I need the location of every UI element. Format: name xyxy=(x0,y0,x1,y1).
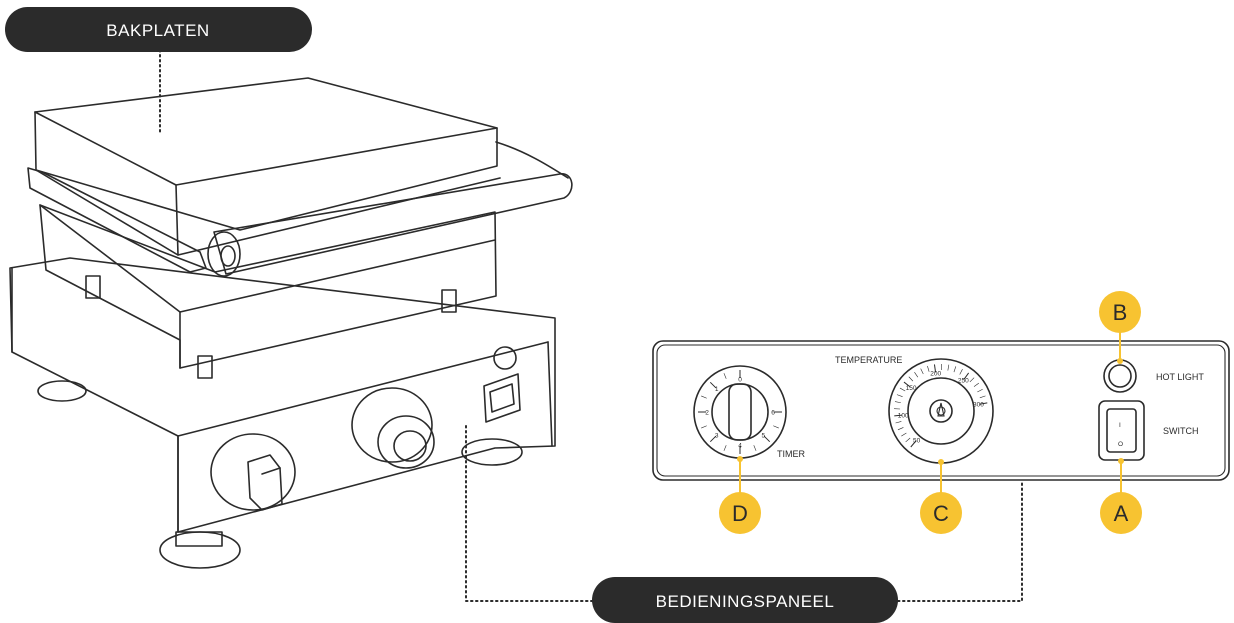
badge-c: C xyxy=(920,492,962,534)
hot-light-label: HOT LIGHT xyxy=(1156,372,1204,382)
timer-dial-number: 2 xyxy=(705,409,709,416)
upper-baking-plate xyxy=(27,77,501,273)
temperature-dial-tick xyxy=(895,421,902,424)
badge-b: B xyxy=(1099,291,1141,333)
hot-light xyxy=(1103,359,1137,393)
timer-dial-number: 4 xyxy=(738,442,742,449)
badge-a: A xyxy=(1100,492,1142,534)
timer-dial-number: 0 xyxy=(738,376,742,383)
svg-text:BAKPLATEN: BAKPLATEN xyxy=(106,21,209,40)
timer-dial-tick xyxy=(763,435,771,443)
timer-label: TIMER xyxy=(777,449,805,459)
base-temperature-knob xyxy=(351,387,435,469)
label-bedieningspaneel: BEDIENINGSPANEEL xyxy=(592,577,898,623)
timer-dial-tick xyxy=(709,435,717,443)
timer-dial-number: 6 xyxy=(771,409,775,416)
temperature-dial-tick xyxy=(927,365,930,372)
temperature-dial-number: 150 xyxy=(906,385,917,392)
plate-posts xyxy=(85,275,457,379)
timer-dial-tick xyxy=(701,425,707,429)
temperature-dial-tick xyxy=(953,366,957,373)
base-switch xyxy=(483,373,521,423)
temperature-dial-tick xyxy=(901,432,907,437)
svg-text:D: D xyxy=(732,501,748,526)
timer-dial-tick xyxy=(773,425,779,429)
temperature-dial-number: 300 xyxy=(973,402,984,409)
temperature-dial-tick xyxy=(910,440,917,448)
temperature-dial-tick xyxy=(969,377,975,383)
timer-dial: 0 1 2 3 4 5 6 xyxy=(693,365,787,459)
waffle-maker-illustration xyxy=(9,77,573,569)
timer-dial-tick xyxy=(723,373,727,379)
base-hot-light xyxy=(493,346,517,370)
temperature-dial-tick xyxy=(979,395,986,399)
temperature-dial-tick xyxy=(933,364,937,373)
svg-text:C: C xyxy=(933,501,949,526)
temperature-dial-number: 250 xyxy=(958,378,969,385)
temperature-dial-tick xyxy=(947,364,950,371)
feet xyxy=(37,380,523,569)
temperature-dial-tick xyxy=(903,381,911,388)
timer-dial-tick xyxy=(723,445,727,451)
temperature-label: TEMPERATURE xyxy=(835,355,902,365)
svg-text:B: B xyxy=(1113,300,1128,325)
temperature-dial-number: 100 xyxy=(898,412,909,419)
temperature-dial-tick xyxy=(963,372,970,380)
svg-text:BEDIENINGSPANEEL: BEDIENINGSPANEEL xyxy=(656,592,835,611)
svg-text:A: A xyxy=(1114,501,1129,526)
timer-dial-number: 1 xyxy=(715,386,719,393)
temperature-dial: 50 100 150 200 250 300 xyxy=(888,358,994,464)
temperature-dial-tick xyxy=(899,387,906,392)
control-panel: 0 1 2 3 4 5 6 TIMER 50 100 150 200 250 300 TEMPERAT… xyxy=(652,340,1230,481)
switch-off-symbol: O xyxy=(1118,441,1123,448)
label-bakplaten: BAKPLATEN xyxy=(5,7,312,52)
temperature-dial-tick xyxy=(905,437,911,443)
lid-handle xyxy=(207,173,573,277)
timer-dial-tick xyxy=(709,381,717,389)
timer-dial-number: 3 xyxy=(715,433,719,440)
callout-connectors xyxy=(159,49,1023,602)
temperature-dial-tick xyxy=(977,388,983,393)
badge-stems xyxy=(737,330,1124,495)
temperature-dial-tick xyxy=(894,414,903,417)
badge-d: D xyxy=(719,492,761,534)
temperature-dial-number: 200 xyxy=(930,371,941,378)
temperature-dial-tick xyxy=(959,369,963,375)
timer-dial-number: 5 xyxy=(762,433,766,440)
temperature-dial-number: 50 xyxy=(913,437,921,444)
temperature-dial-tick xyxy=(894,401,901,404)
temperature-dial-tick xyxy=(973,382,980,387)
switch-on-symbol: I xyxy=(1119,422,1121,429)
power-switch xyxy=(1098,400,1145,461)
temperature-dial-tick xyxy=(920,368,924,375)
temperature-dial-tick xyxy=(979,402,988,405)
lower-baking-plate xyxy=(39,204,497,369)
timer-dial-tick xyxy=(753,445,757,451)
timer-dial-tick xyxy=(701,395,707,399)
temperature-dial-tick xyxy=(908,376,914,382)
temperature-dial-tick xyxy=(897,427,904,431)
base-timer-knob xyxy=(210,433,296,511)
temperature-dial-tick xyxy=(914,372,919,378)
base-housing xyxy=(9,257,556,533)
temperature-dial-tick xyxy=(896,394,903,397)
switch-label: SWITCH xyxy=(1163,426,1199,436)
